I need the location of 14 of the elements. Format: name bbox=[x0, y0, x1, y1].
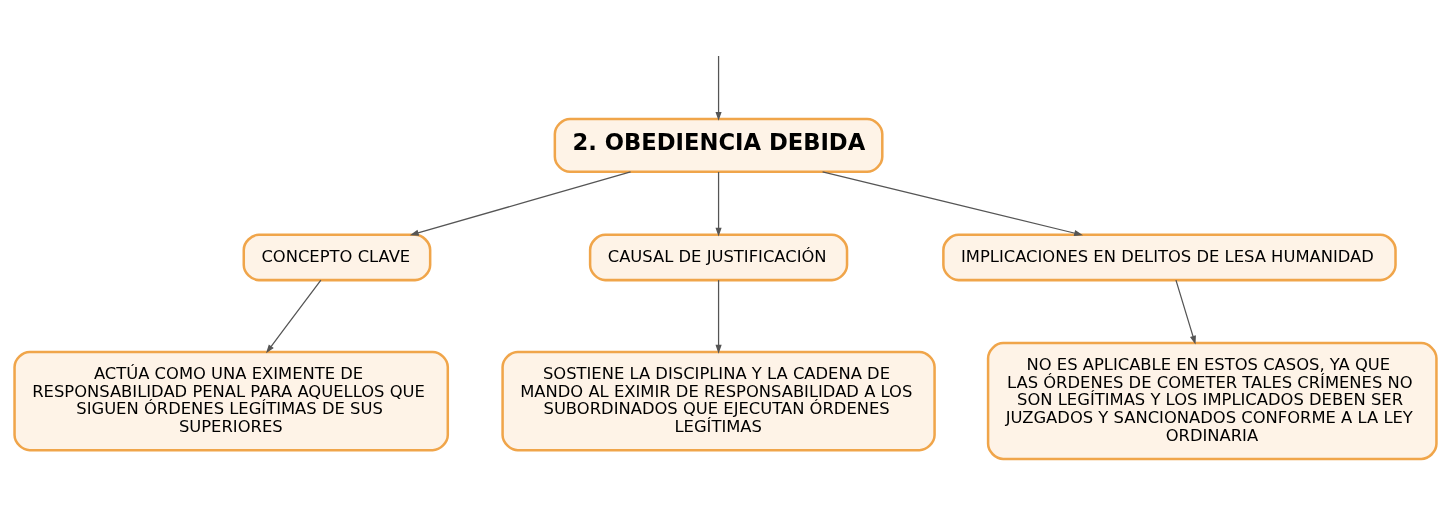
arrow bbox=[715, 171, 722, 237]
node-box: 2. OBEDIENCIA DEBIDA bbox=[553, 117, 884, 174]
node-box: NO ES APLICABLE EN ESTOS CASOS, YA QUE LAS ÓRDENES DE COMETER TALES CRÍMENES NO SON LEGÍTIMAS Y LOS IMPLICADOS DEBEN SER JUZGADOS Y SANCIONADOS CONFORME A LA LEY ORDINARIA bbox=[986, 341, 1438, 461]
node-box: CAUSAL DE JUSTIFICACIÓN bbox=[588, 233, 849, 282]
node-box: SOSTIENE LA DISCIPLINA Y LA CADENA DE MANDO AL EXIMIR DE RESPONSABILIDAD A LOS SUBORDINADOS QUE EJECUTAN ÓRDENES LEGÍTIMAS bbox=[501, 350, 936, 452]
node-box: IMPLICACIONES EN DELITOS DE LESA HUMANIDAD bbox=[942, 233, 1397, 282]
arrow bbox=[715, 279, 722, 354]
node-box: ACTÚA COMO UNA EXIMENTE DE RESPONSABILIDAD PENAL PARA AQUELLOS QUE SIGUEN ÓRDENES LEGÍTIMAS DE SUS SUPERIORES bbox=[13, 350, 450, 452]
arrow bbox=[1175, 279, 1196, 345]
arrow bbox=[821, 171, 1083, 237]
arrow bbox=[266, 279, 322, 354]
arrow bbox=[409, 171, 632, 236]
arrow bbox=[715, 55, 722, 121]
node-box: CONCEPTO CLAVE bbox=[242, 233, 432, 282]
